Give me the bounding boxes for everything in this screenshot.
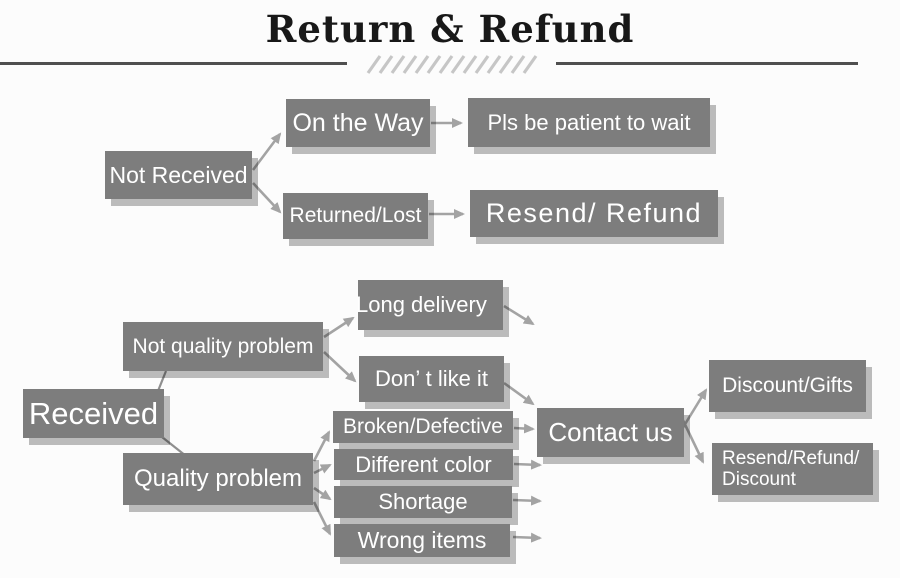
connector-quality-broken bbox=[312, 430, 331, 462]
node-label: Broken/Defective bbox=[343, 415, 503, 438]
node-resend-refund: Resend/ Refund bbox=[470, 190, 718, 237]
node-label: Wrong items bbox=[357, 527, 487, 553]
node-label: Long delivery bbox=[358, 292, 487, 317]
node-wrong-items: Wrong items bbox=[334, 524, 510, 557]
node-label: Discount/Gifts bbox=[722, 374, 853, 397]
node-returned-lost: Returned/Lost bbox=[283, 193, 428, 239]
connector-broken-contactus bbox=[513, 423, 535, 434]
node-not-received: Not Received bbox=[105, 151, 252, 199]
node-dont-like-it: Don’ t like it bbox=[359, 356, 504, 402]
connector-longdelivery-out bbox=[503, 304, 535, 326]
connector-nqp-longdelivery bbox=[323, 316, 355, 339]
node-label: Different color bbox=[355, 451, 492, 477]
node-not-quality-problem: Not quality problem bbox=[123, 322, 323, 371]
connector-quality-diffcolor bbox=[313, 463, 332, 475]
node-label: Contact us bbox=[548, 417, 673, 447]
node-contact-us: Contact us bbox=[537, 408, 684, 457]
connector-received-quality bbox=[161, 436, 187, 457]
node-label: Quality problem bbox=[133, 465, 303, 492]
connector-shortage-contactus bbox=[512, 495, 542, 506]
connector-notreceived-ontheway bbox=[251, 132, 282, 171]
node-label: Resend/ Refund bbox=[485, 198, 703, 228]
node-broken-defective: Broken/Defective bbox=[333, 411, 513, 443]
node-label-line1: Resend/Refund/ bbox=[722, 447, 860, 469]
connector-quality-wrongitems bbox=[312, 501, 332, 536]
connector-diffcolor-contactus bbox=[513, 459, 542, 470]
connector-nqp-dontlike bbox=[323, 351, 357, 383]
node-label-line2: Discount bbox=[722, 469, 796, 490]
node-label: Not Received bbox=[109, 161, 248, 188]
title-divider-right bbox=[556, 62, 858, 65]
node-different-color: Different color bbox=[334, 449, 513, 480]
node-label: On the Way bbox=[292, 108, 424, 137]
connector-dontlike-contactus bbox=[503, 381, 535, 406]
title-divider-left bbox=[0, 62, 347, 65]
node-on-the-way: On the Way bbox=[286, 99, 430, 147]
hatch-decoration bbox=[366, 55, 538, 74]
node-label: Shortage bbox=[378, 489, 468, 514]
node-resend-refund-discount: Resend/Refund/ Discount bbox=[712, 443, 873, 495]
node-label: Returned/Lost bbox=[289, 204, 422, 227]
node-quality-problem: Quality problem bbox=[123, 453, 313, 505]
node-label: Not quality problem bbox=[132, 334, 314, 358]
connector-received-nqp bbox=[156, 370, 168, 392]
node-pls-be-patient: Pls be patient to wait bbox=[468, 98, 710, 147]
page-title: Return & Refund bbox=[265, 7, 635, 51]
connector-quality-shortage bbox=[313, 486, 332, 501]
node-label: Don’ t like it bbox=[375, 366, 488, 391]
node-label: Received bbox=[28, 395, 159, 431]
connector-wrongitems-contactus bbox=[512, 532, 542, 543]
connector-notreceived-returnedlost bbox=[252, 182, 282, 214]
node-received: Received bbox=[23, 389, 164, 438]
node-long-delivery: Long delivery bbox=[358, 280, 503, 330]
node-shortage: Shortage bbox=[334, 486, 512, 518]
node-label: Pls be patient to wait bbox=[487, 109, 691, 135]
node-discount-gifts: Discount/Gifts bbox=[709, 360, 866, 412]
